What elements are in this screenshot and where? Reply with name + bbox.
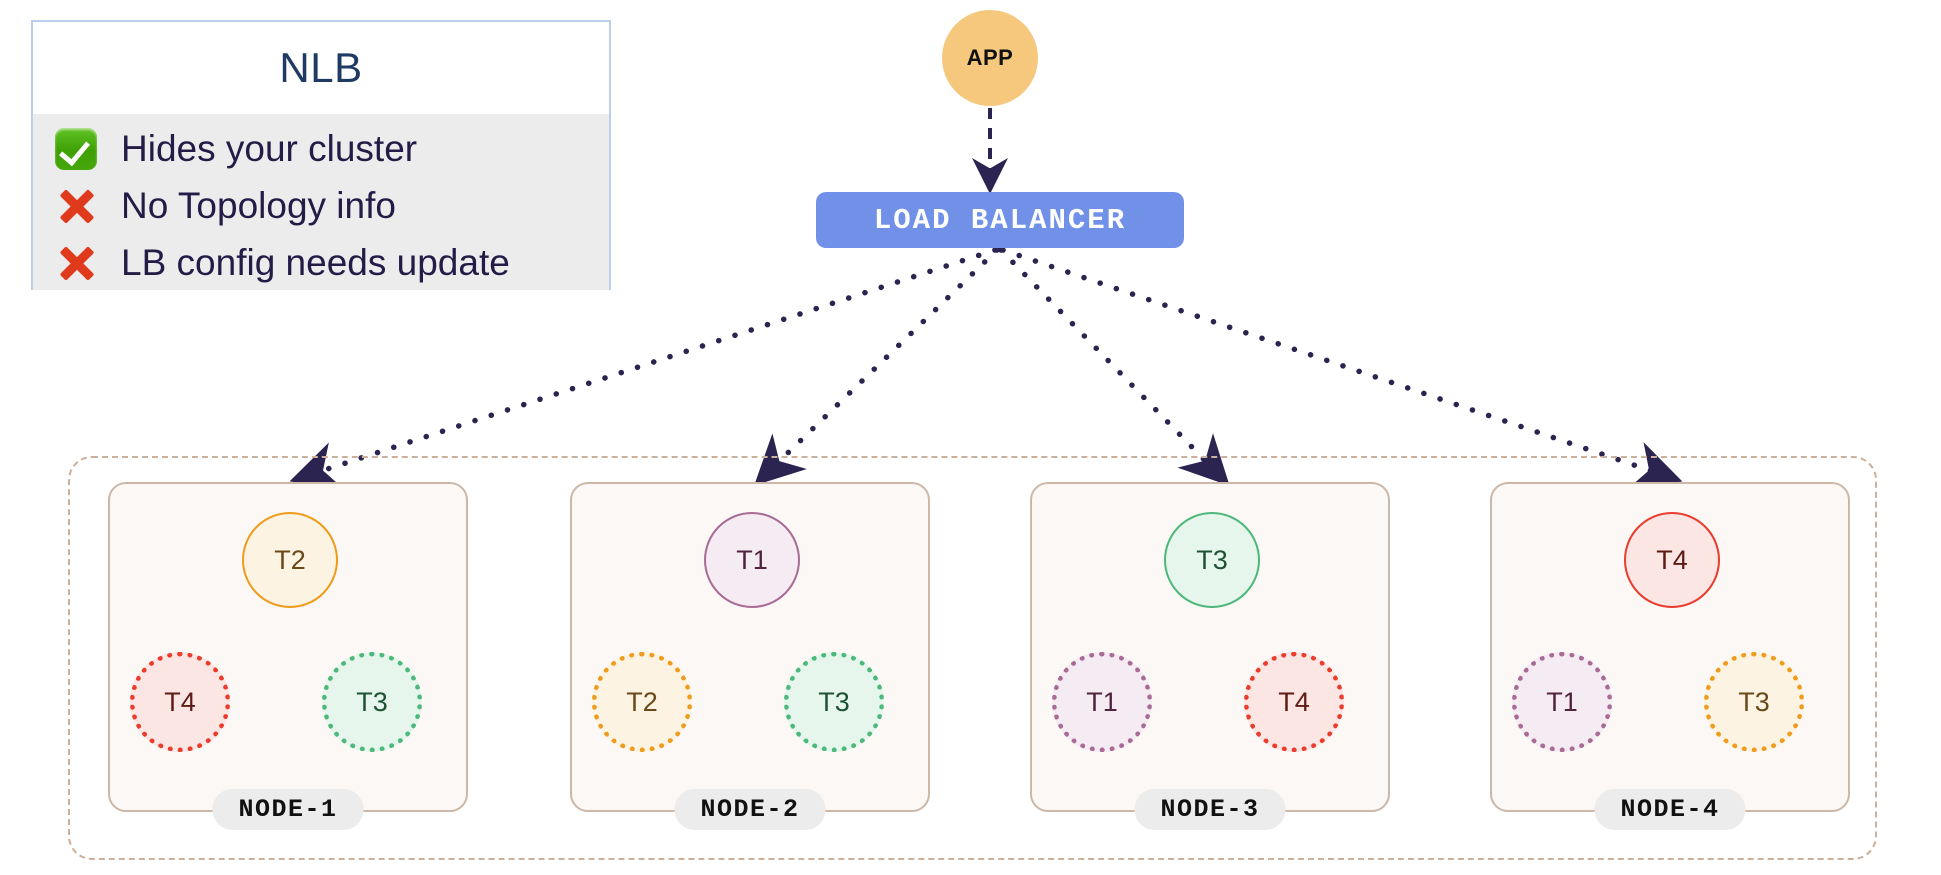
legend-row: Hides your cluster — [55, 120, 609, 177]
legend-title: NLB — [279, 44, 363, 91]
legend-row-label: Hides your cluster — [121, 128, 418, 169]
legend-body: Hides your cluster No Topology info LB c… — [33, 114, 609, 290]
load-balancer-node[interactable]: LOAD BALANCER — [816, 192, 1184, 248]
pod-replica[interactable]: T2 — [592, 652, 692, 752]
check-icon — [55, 127, 121, 170]
legend-row: LB config needs update — [55, 234, 609, 291]
cross-icon — [55, 241, 121, 285]
node-label: NODE-1 — [212, 789, 364, 830]
pod-replica[interactable]: T1 — [1052, 652, 1152, 752]
pod-replica[interactable]: T3 — [784, 652, 884, 752]
pod-replica[interactable]: T1 — [1512, 652, 1612, 752]
legend-row: No Topology info — [55, 177, 609, 234]
legend-row-label: No Topology info — [121, 185, 396, 226]
nlb-legend-card: NLB Hides your cluster No Topology info … — [31, 20, 611, 290]
legend-row-label: LB config needs update — [121, 242, 510, 283]
pod-primary[interactable]: T1 — [704, 512, 800, 608]
node-label: NODE-2 — [674, 789, 826, 830]
edge-lb-to-node-2 — [754, 247, 1000, 486]
edge-lb-to-node-3 — [998, 247, 1230, 486]
pod-primary[interactable]: T2 — [242, 512, 338, 608]
pod-replica[interactable]: T3 — [1704, 652, 1804, 752]
cross-icon — [55, 184, 121, 228]
edge-lb-to-node-4 — [1000, 247, 1683, 490]
app-node[interactable]: APP — [942, 10, 1038, 106]
pod-replica[interactable]: T4 — [1244, 652, 1344, 752]
cluster-boundary — [68, 456, 1877, 860]
node-label: NODE-4 — [1594, 789, 1746, 830]
pod-replica[interactable]: T3 — [322, 652, 422, 752]
pod-replica[interactable]: T4 — [130, 652, 230, 752]
node-label: NODE-3 — [1134, 789, 1286, 830]
pod-primary[interactable]: T4 — [1624, 512, 1720, 608]
pod-primary[interactable]: T3 — [1164, 512, 1260, 608]
